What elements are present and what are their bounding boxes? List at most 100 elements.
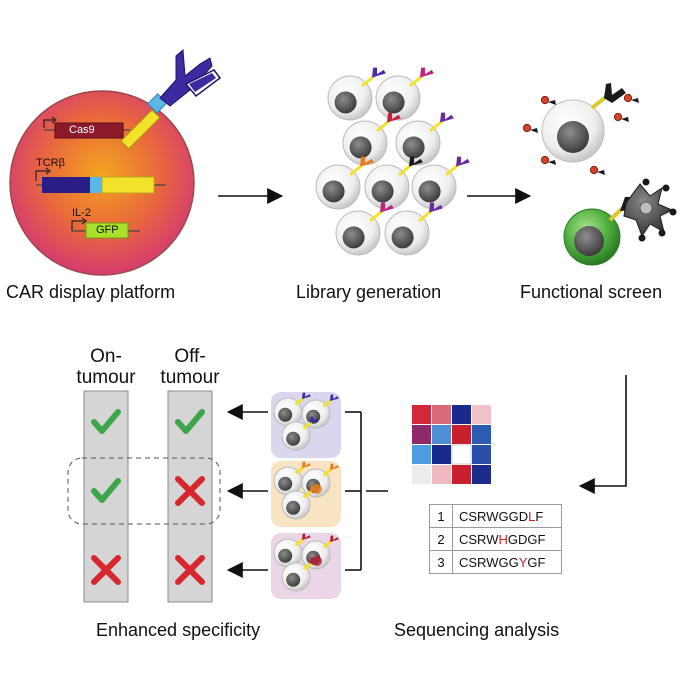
tcr-car-construct <box>35 167 166 194</box>
stage-sequencing-label: Sequencing analysis <box>394 620 560 640</box>
car-stalk <box>445 163 460 177</box>
t-cell-nucleus <box>278 407 293 422</box>
cas9-label: Cas9 <box>69 124 95 136</box>
car-binder <box>302 533 311 540</box>
car-display-cell <box>9 48 222 276</box>
soluble-target-tag <box>548 160 556 165</box>
t-cell-nucleus <box>278 548 293 563</box>
car-stalk <box>294 537 305 547</box>
sequence-text: CSRWGGYGF <box>452 550 562 574</box>
gfp-construct <box>71 217 140 239</box>
soluble-target-tag <box>530 128 538 133</box>
t-cell-nucleus <box>278 476 293 491</box>
library-t-cell <box>327 67 386 121</box>
off-tumour-header: Off- tumour <box>160 346 220 388</box>
heatmap-cell <box>451 444 472 465</box>
stage-display-label: CAR display platform <box>6 282 176 302</box>
tumour-antigen <box>638 234 646 242</box>
library-t-cell <box>335 202 394 256</box>
check-icon <box>175 409 205 434</box>
gfp-label: GFP <box>96 224 119 236</box>
t-cell-nucleus <box>286 500 301 515</box>
car-stalk <box>294 396 305 406</box>
on-tumour-header-line2: tumour <box>76 367 136 388</box>
soluble-target-red <box>589 165 599 175</box>
t-cell-nucleus <box>349 136 372 159</box>
screen-car <box>590 83 626 110</box>
car-binder <box>372 67 386 78</box>
cross-icon <box>175 555 205 585</box>
heatmap-cell <box>432 425 451 444</box>
car-binder <box>302 461 311 468</box>
heatmap-cell <box>412 445 431 464</box>
car-binder <box>330 463 339 470</box>
functional-screen <box>522 83 677 266</box>
t-cell-nucleus <box>382 91 405 114</box>
t-cell-nucleus <box>286 572 301 587</box>
soluble-target-tag <box>621 117 629 122</box>
soluble-target-red <box>540 95 550 105</box>
mutation-highlight: H <box>498 531 508 547</box>
cluster-cells <box>273 392 339 592</box>
off-tumour-header-line1: Off- <box>174 346 206 367</box>
soluble-targets <box>522 93 639 175</box>
heatmap-cell <box>472 405 491 424</box>
t-cell-nucleus <box>286 431 301 446</box>
cross-icon <box>175 476 205 506</box>
car-stalk <box>322 539 333 549</box>
heatmap-cell <box>472 425 491 444</box>
car-stalk <box>398 163 413 177</box>
car-stalk <box>302 561 313 571</box>
stage-library-label: Library generation <box>296 282 442 302</box>
heatmap-cell <box>452 465 471 484</box>
t-cell-nucleus <box>418 180 441 203</box>
t-cell-nucleus <box>342 226 365 249</box>
heatmap-cell <box>412 425 431 444</box>
car-stalk <box>369 209 384 223</box>
stage-specificity-label: Enhanced specificity <box>96 620 261 640</box>
heatmap-cell <box>432 465 451 484</box>
library-t-cell <box>342 112 401 166</box>
tumour-antigen <box>658 229 666 237</box>
heatmap-cell <box>432 405 451 424</box>
t-cell-nucleus <box>371 180 394 203</box>
sequence-rank: 1 <box>429 504 453 528</box>
car-binder <box>330 394 339 401</box>
soluble-target-tag <box>548 100 556 105</box>
car-stalk <box>418 209 433 223</box>
check-icon <box>91 478 121 503</box>
cluster-t-cell <box>273 533 311 568</box>
cluster-t-cell <box>273 461 311 496</box>
cluster-binding-spot <box>312 556 322 566</box>
car-binder <box>330 535 339 542</box>
car-binder <box>360 156 374 167</box>
car-binder <box>440 112 454 123</box>
heatmap-cell <box>472 445 491 464</box>
cas9-construct <box>43 116 130 139</box>
car-stalk <box>376 119 391 133</box>
car-binder <box>420 67 434 78</box>
car-binder <box>409 156 423 167</box>
tumour-antigen <box>669 208 677 216</box>
t-cell-nucleus <box>322 180 345 203</box>
car-binder <box>310 416 319 423</box>
car-binder <box>380 202 394 213</box>
sequencing-heatmap <box>412 405 491 484</box>
tumour-antigen <box>642 178 650 186</box>
car-binder <box>429 202 443 213</box>
car-stalk <box>302 489 313 499</box>
sequence-text: CSRWGGDLF <box>452 504 562 528</box>
outcome-marks <box>91 409 205 585</box>
selected-row-highlight <box>67 457 221 525</box>
heatmap-cell <box>412 465 431 484</box>
library-t-cell <box>411 156 470 210</box>
t-cell-nucleus <box>402 136 425 159</box>
heatmap-cell <box>472 465 491 484</box>
cluster-t-cell <box>281 557 319 592</box>
tumour-antigen <box>662 184 670 192</box>
car-binder <box>387 112 401 123</box>
check-icon <box>91 409 121 434</box>
